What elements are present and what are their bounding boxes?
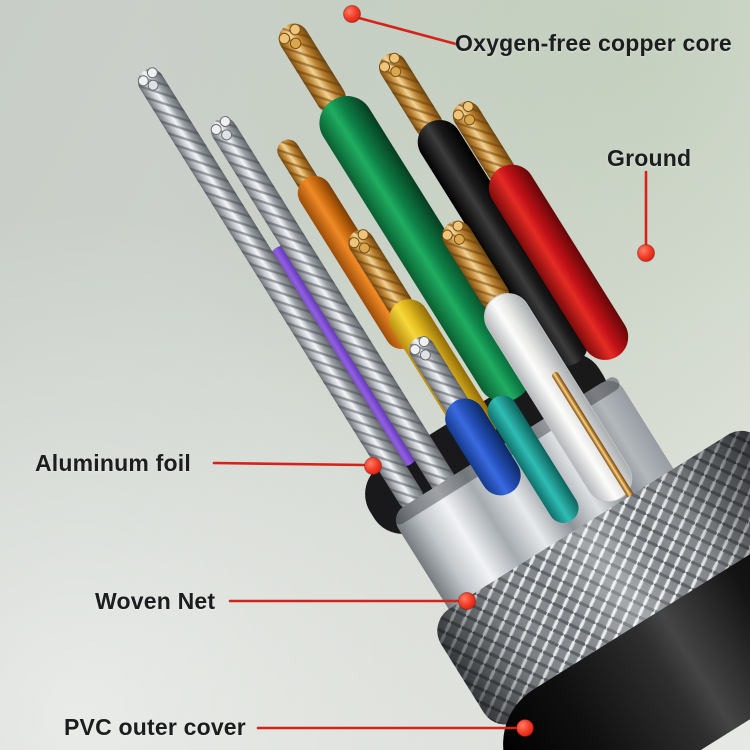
- blue-wire: [409, 336, 521, 496]
- marker-dot-aluminum-foil: [364, 457, 382, 475]
- label-pvc-cover: PVC outer cover: [64, 714, 246, 740]
- marker-dot-ground: [637, 244, 655, 262]
- green-wire: [278, 23, 532, 402]
- marker-dots: [343, 5, 655, 737]
- teal-wire: [487, 395, 579, 523]
- copper-filament: [552, 372, 657, 535]
- marker-dot-copper-core: [343, 5, 361, 23]
- label-ground: Ground: [607, 145, 692, 171]
- copper-core-leader-line: [357, 16, 458, 46]
- label-copper-core: Oxygen-free copper core: [455, 30, 732, 56]
- marker-dot-pvc: [516, 719, 534, 737]
- purple-wire: [269, 245, 418, 467]
- shield-wire-2: [210, 115, 459, 499]
- label-woven-net: Woven Net: [95, 588, 216, 614]
- marker-dot-woven-net: [458, 592, 476, 610]
- leader-lines: [212, 16, 648, 730]
- shield-wire-1: [137, 67, 424, 510]
- black-wire: [379, 52, 588, 366]
- pvc-jacket: [503, 530, 750, 750]
- woven-net-layer: [437, 430, 750, 725]
- cable-group: [137, 23, 750, 750]
- aluminum-foil-leader-line: [212, 461, 367, 467]
- label-aluminum-foil: Aluminum foil: [35, 450, 191, 476]
- white-wire: [441, 220, 657, 535]
- red-wire: [452, 100, 629, 360]
